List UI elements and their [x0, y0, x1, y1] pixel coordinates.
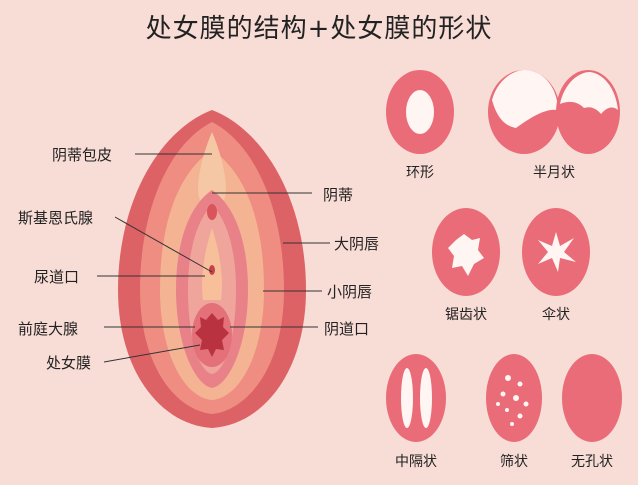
shape-imperforate [562, 354, 622, 442]
label-urethral-opening: 尿道口 [34, 268, 80, 286]
label-skene-gland: 斯基恩氏腺 [18, 209, 94, 227]
label-hymen: 处女膜 [46, 354, 92, 372]
shape-serrated [432, 208, 500, 296]
pointer-line [114, 216, 213, 273]
label-bartholin-gland: 前庭大腺 [18, 320, 79, 338]
vulva-diagram [97, 110, 330, 428]
label-labia-minora: 小阴唇 [327, 283, 373, 301]
shape-umbrella [522, 208, 590, 296]
shape-crescentic [488, 70, 620, 154]
caption-imperforate: 无孔状 [571, 454, 613, 470]
clitoris-shape [207, 204, 217, 220]
label-labia-majora: 大阴唇 [334, 235, 380, 253]
pointer-line [103, 344, 201, 363]
label-clitoris: 阴蒂 [323, 186, 354, 204]
urethral-opening-dot [209, 265, 215, 275]
shape-annular [386, 70, 454, 154]
hymen-shape [195, 313, 229, 357]
shape-septate [386, 354, 446, 442]
caption-cribriform: 筛状 [500, 454, 528, 470]
clitoral-hood-shape [198, 132, 226, 200]
caption-umbrella: 伞状 [542, 307, 570, 323]
page-title: 处女膜的结构+处女膜的形状 [145, 14, 493, 44]
caption-septate: 中隔状 [395, 454, 437, 470]
caption-serrated: 锯齿状 [445, 307, 487, 323]
urethra-shape [202, 228, 222, 300]
label-vaginal-opening: 阴道口 [324, 320, 370, 338]
caption-annular: 环形 [406, 165, 434, 181]
shape-cribriform [486, 354, 542, 442]
label-clitoral-hood: 阴蒂包皮 [52, 146, 113, 164]
caption-crescentic: 半月状 [533, 165, 575, 181]
